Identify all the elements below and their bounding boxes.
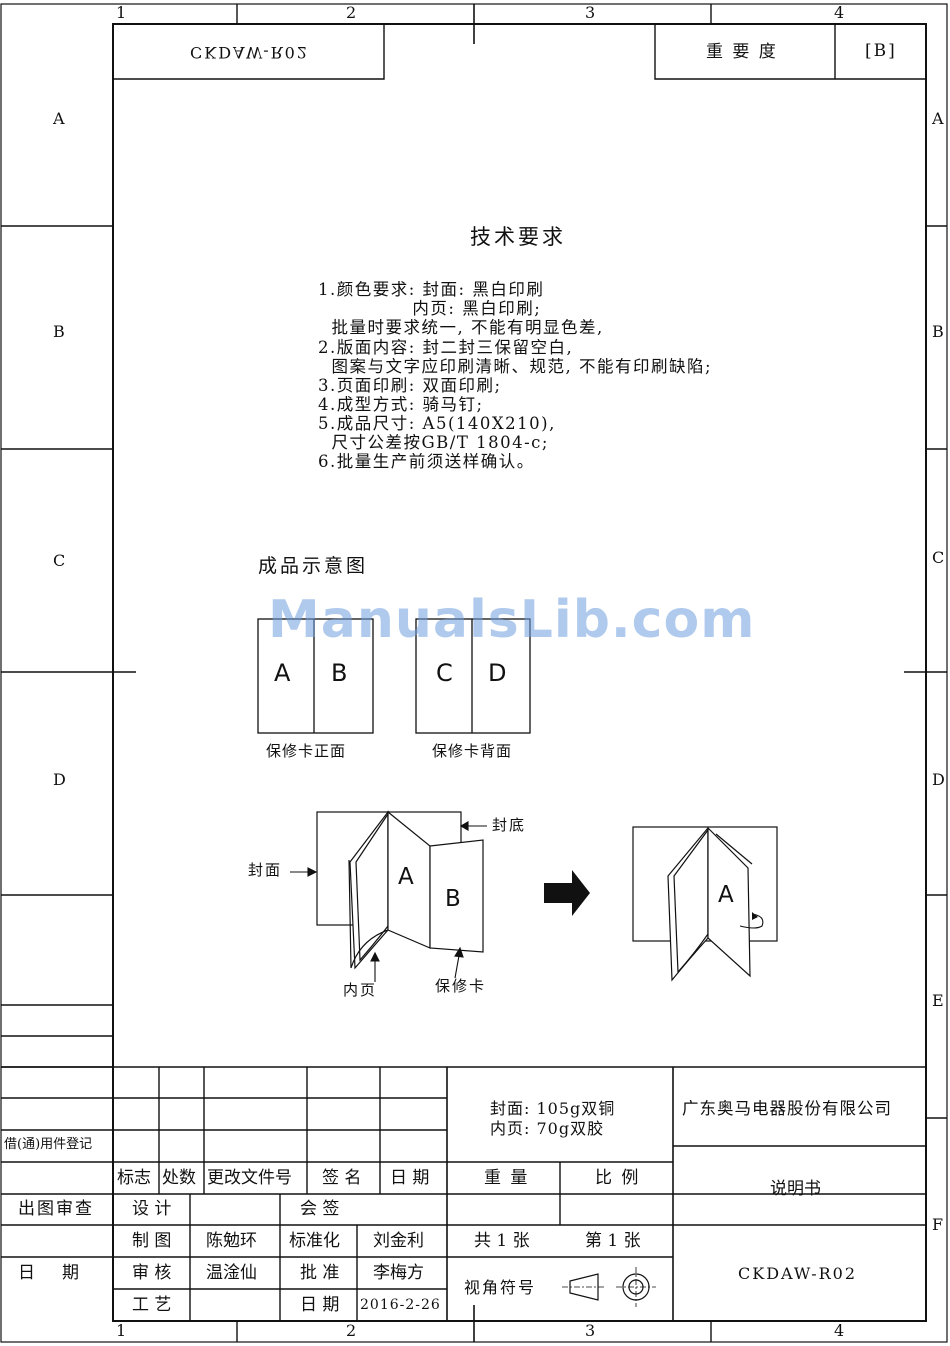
review-label: 出图审查 bbox=[18, 1199, 94, 1219]
name-standardization: 刘金利 bbox=[373, 1231, 424, 1251]
zone-col-4-top: 4 bbox=[834, 3, 845, 22]
material-cover: 封面: 105g双铜 bbox=[490, 1099, 616, 1118]
card-front-diagram bbox=[257, 618, 374, 734]
material-inner: 内页: 70g双胶 bbox=[490, 1119, 605, 1138]
zone-row-a-right: A bbox=[932, 109, 944, 128]
role-approve: 批 准 bbox=[300, 1263, 340, 1283]
label-warranty-card: 保修卡 bbox=[435, 977, 487, 995]
booklet-letter-a: A bbox=[398, 864, 414, 890]
mirrored-drawing-code: CKDAW-R02 bbox=[190, 43, 310, 62]
zone-row-b-right: B bbox=[932, 322, 944, 341]
tech-req-line-1: 1.颜色要求: 封面: 黑白印刷 bbox=[318, 280, 545, 299]
zone-row-a-left: A bbox=[53, 109, 65, 128]
card-back-caption: 保修卡背面 bbox=[432, 742, 513, 760]
watermark: ManualsLib.com bbox=[268, 590, 756, 650]
name-check: 温淦仙 bbox=[206, 1263, 257, 1283]
zone-row-d-right: D bbox=[932, 770, 945, 789]
booklet-letter-b: B bbox=[445, 886, 461, 912]
sheets-total: 共 1 张 bbox=[474, 1231, 530, 1251]
folded-letter-a: A bbox=[718, 882, 734, 908]
view-symbol-label: 视角符号 bbox=[464, 1278, 537, 1297]
role-design: 设 计 bbox=[132, 1199, 172, 1219]
role-date: 日 期 bbox=[300, 1295, 340, 1315]
tech-req-line-5: 图案与文字应印刷清晰、规范, 不能有印刷缺陷; bbox=[318, 357, 713, 376]
zone-col-2-bottom: 2 bbox=[346, 1321, 357, 1340]
booklet-folded-illustration bbox=[632, 826, 778, 982]
card-back-diagram bbox=[415, 618, 531, 734]
approval-date: 2016-2-26 bbox=[360, 1297, 441, 1313]
label-cover: 封面 bbox=[248, 861, 283, 879]
scale-label: 比 例 bbox=[595, 1168, 641, 1188]
role-drafting: 制 图 bbox=[132, 1231, 172, 1251]
rev-header-count: 处数 bbox=[162, 1168, 196, 1188]
zone-col-1-top: 1 bbox=[116, 3, 127, 22]
role-standardization: 标准化 bbox=[289, 1231, 340, 1251]
rev-header-doc-no: 更改文件号 bbox=[207, 1168, 292, 1188]
tech-req-line-3: 批量时要求统一, 不能有明显色差, bbox=[318, 318, 604, 337]
zone-row-b-left: B bbox=[53, 322, 65, 341]
name-drafting: 陈勉环 bbox=[206, 1231, 257, 1251]
role-check: 审 核 bbox=[132, 1263, 172, 1283]
zone-row-e-right: E bbox=[932, 991, 944, 1010]
zone-col-1-bottom: 1 bbox=[116, 1321, 127, 1340]
zone-col-3-top: 3 bbox=[585, 3, 596, 22]
card-front-letter-b: B bbox=[331, 659, 348, 687]
card-front-letter-a: A bbox=[274, 659, 291, 687]
zone-row-f-right: F bbox=[932, 1215, 944, 1234]
document-code: CKDAW-R02 bbox=[738, 1264, 858, 1283]
role-countersign: 会 签 bbox=[300, 1199, 340, 1219]
weight-label: 重 量 bbox=[484, 1168, 530, 1188]
booklet-open-illustration bbox=[316, 810, 484, 970]
zone-row-d-left: D bbox=[53, 770, 66, 789]
label-back-cover: 封底 bbox=[492, 816, 527, 834]
tech-req-title: 技术要求 bbox=[470, 225, 566, 249]
tech-req-line-8: 5.成品尺寸: A5(140X210), bbox=[318, 414, 556, 433]
importance-label: 重 要 度 bbox=[706, 42, 778, 62]
role-process: 工 艺 bbox=[132, 1295, 172, 1315]
name-approve: 李梅方 bbox=[373, 1263, 424, 1283]
importance-value: [B] bbox=[865, 41, 897, 61]
date-label: 日 期 bbox=[18, 1263, 80, 1283]
zone-col-2-top: 2 bbox=[346, 3, 357, 22]
diagram-title: 成品示意图 bbox=[258, 555, 369, 577]
tech-req-line-6: 3.页面印刷: 双面印刷; bbox=[318, 376, 502, 395]
borrow-register-label: 借(通)用件登记 bbox=[4, 1137, 93, 1152]
card-front-caption: 保修卡正面 bbox=[266, 742, 347, 760]
document-name: 说明书 bbox=[770, 1179, 821, 1199]
zone-col-4-bottom: 4 bbox=[834, 1321, 845, 1340]
rev-header-mark: 标志 bbox=[117, 1168, 151, 1188]
tech-req-line-4: 2.版面内容: 封二封三保留空白, bbox=[318, 338, 574, 357]
zone-row-c-right: C bbox=[932, 548, 945, 567]
tech-req-line-10: 6.批量生产前须送样确认。 bbox=[318, 452, 535, 471]
card-back-letter-c: C bbox=[436, 659, 453, 687]
zone-col-3-bottom: 3 bbox=[585, 1321, 596, 1340]
tech-req-line-9: 尺寸公差按GB/T 1804-c; bbox=[318, 433, 549, 452]
rev-header-signature: 签 名 bbox=[322, 1168, 362, 1188]
card-back-letter-d: D bbox=[488, 659, 507, 687]
tech-req-line-2: 内页: 黑白印刷; bbox=[318, 299, 542, 318]
zone-row-c-left: C bbox=[53, 551, 66, 570]
label-inner-pages: 内页 bbox=[343, 981, 378, 999]
tech-req-line-7: 4.成型方式: 骑马钉; bbox=[318, 395, 484, 414]
sheet-number: 第 1 张 bbox=[585, 1231, 641, 1251]
company-name: 广东奥马电器股份有限公司 bbox=[682, 1099, 892, 1118]
projection-symbol-icon bbox=[562, 1267, 658, 1307]
rev-header-date: 日 期 bbox=[390, 1168, 430, 1188]
transform-arrow bbox=[544, 870, 590, 916]
